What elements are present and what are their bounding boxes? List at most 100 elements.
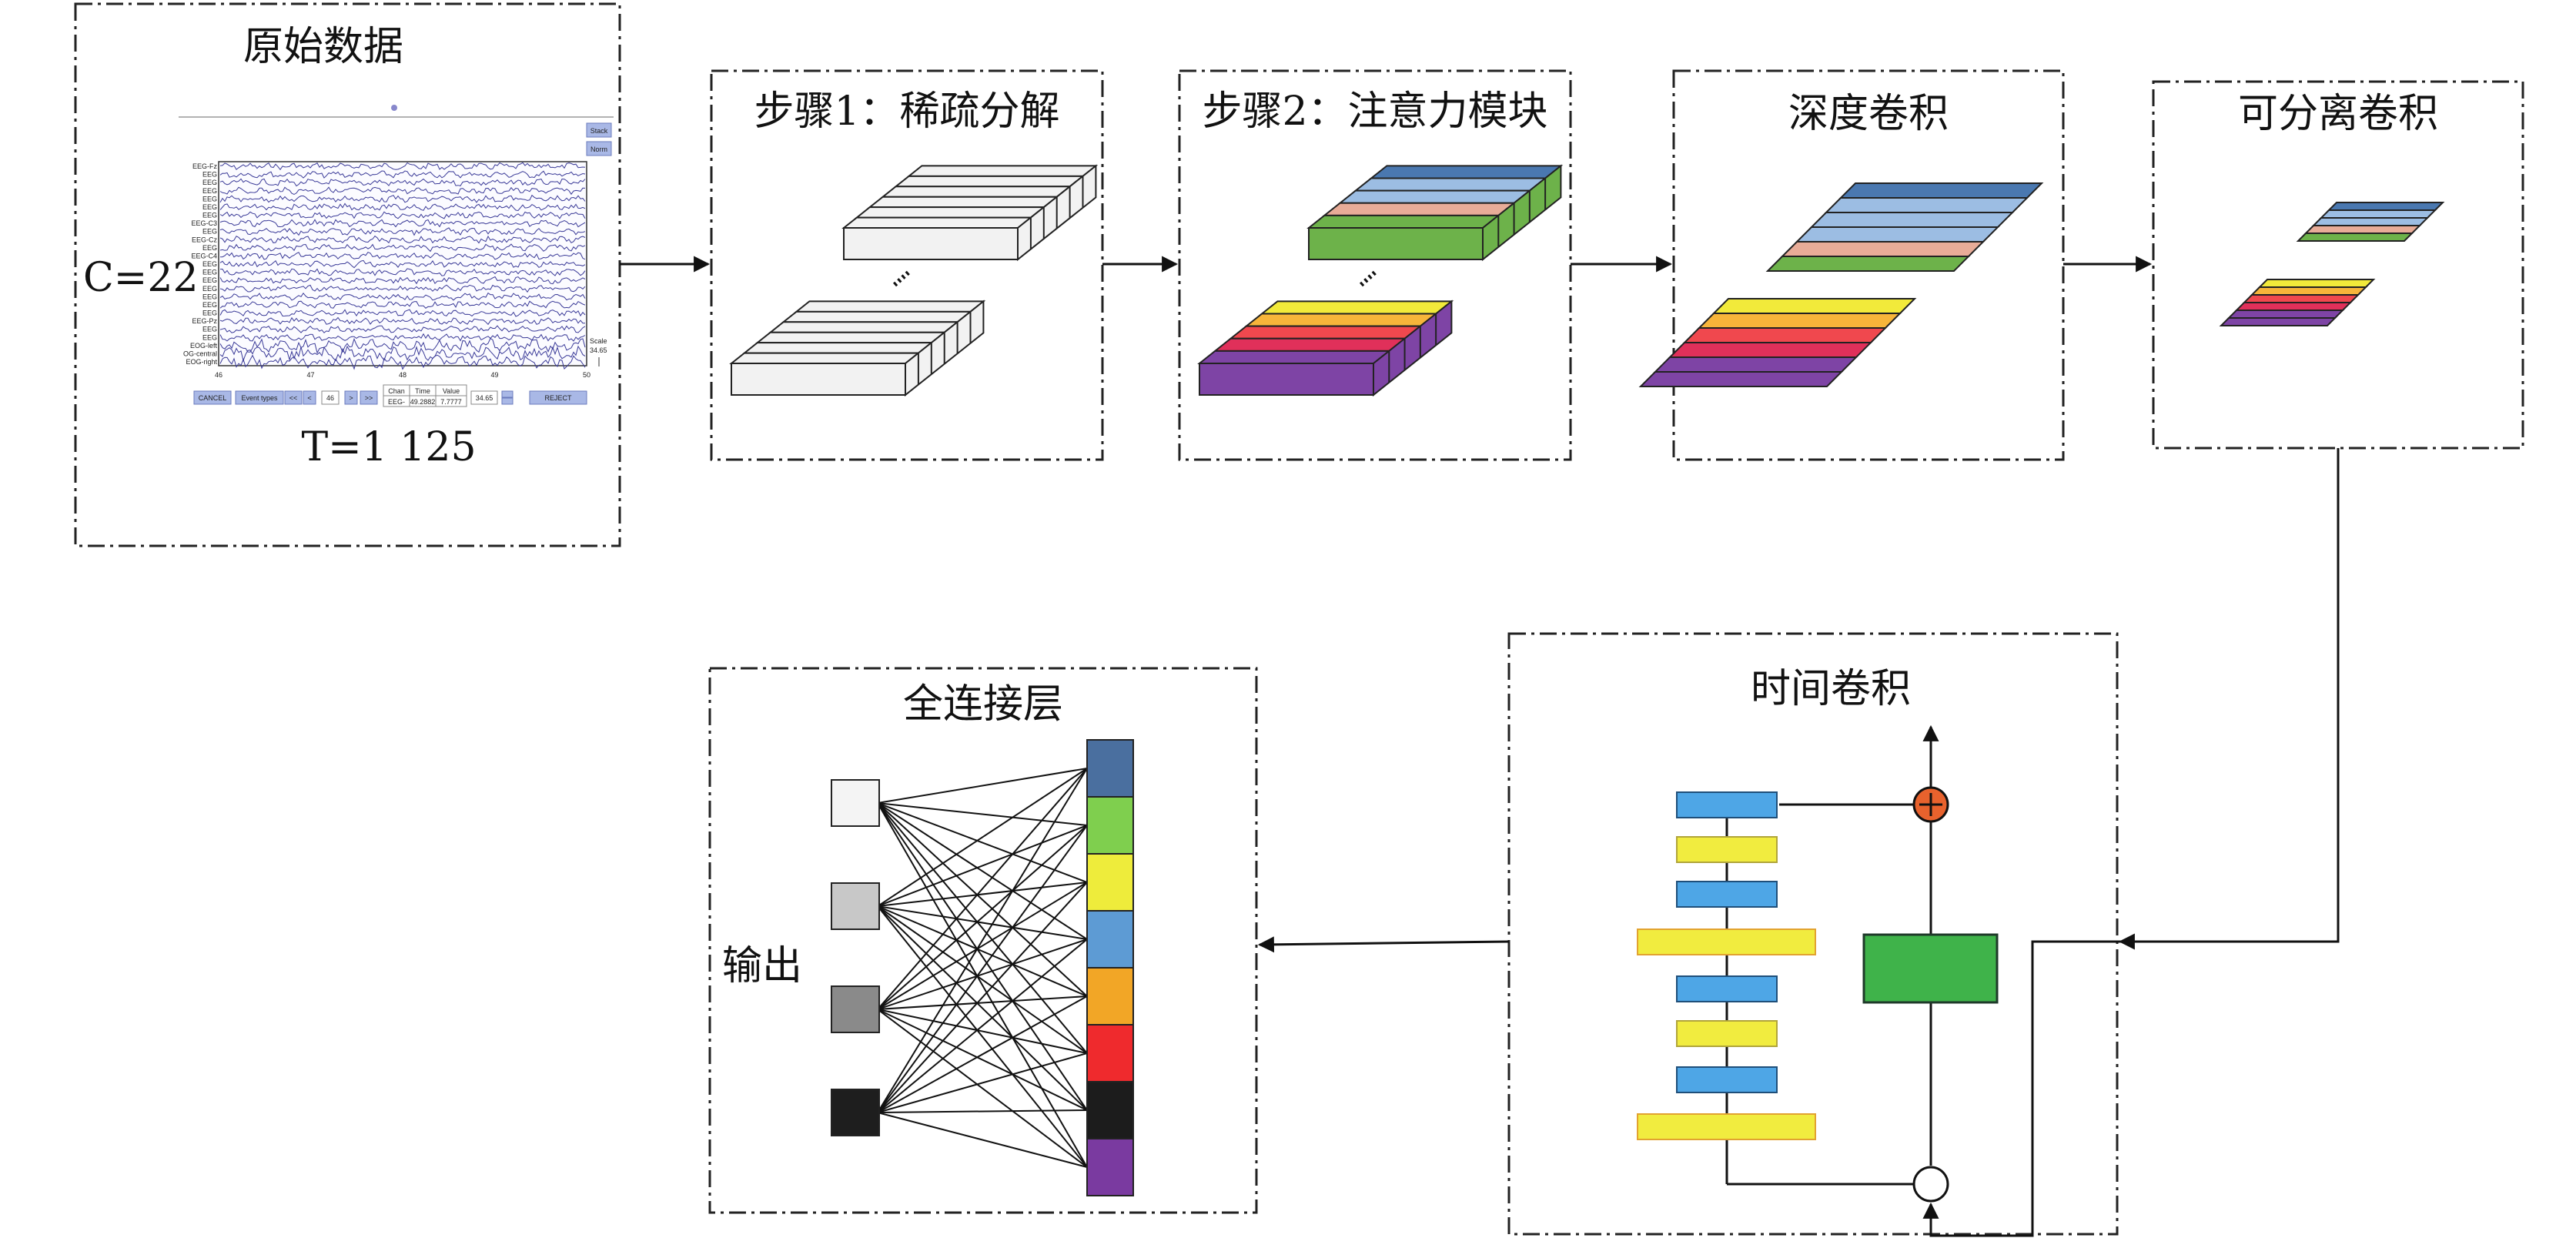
attention-component-front-side: [1373, 299, 1453, 397]
attention-component-back-layer: [1353, 177, 1547, 192]
eeg-x-tick: 49: [490, 371, 498, 379]
eeg-channel-label: EOG-left: [190, 342, 218, 350]
step1-title: 步骤1：稀疏分解: [754, 89, 1059, 135]
eeg-trace: [219, 243, 586, 253]
nav-last-button[interactable]: [360, 390, 378, 405]
separable-plane-lower-stripe: [2226, 310, 2345, 319]
eeg-channel-label: EEG: [202, 171, 217, 179]
stack-button[interactable]: [586, 122, 612, 138]
eeg-channel-label: EEG: [202, 293, 217, 300]
eeg-trace: [219, 345, 586, 363]
eeg-slider-handle[interactable]: [391, 105, 397, 111]
attention-component-back-layer: [1306, 214, 1501, 229]
output-unit: [831, 882, 880, 930]
scale-down-button[interactable]: [501, 397, 514, 405]
separable-plane-upper-stripe: [2303, 225, 2422, 234]
fc-connection: [877, 802, 1088, 997]
reject-button-label: REJECT: [544, 394, 572, 402]
eeg-channel-labels: EEG-FzEEGEEGEEGEEGEEGEEGEEG-C3EEGEEG-CzE…: [183, 162, 218, 366]
feature-vector-cell: [1086, 739, 1134, 798]
nav-next-button[interactable]: [344, 390, 358, 405]
fc-connection: [877, 995, 1088, 1010]
fc-connection: [877, 905, 1088, 1168]
separable-plane-upper-stripe: [2296, 233, 2414, 242]
raw-data-box: 原始数据 C=22 T=1 125 Stack Norm EEG-FzEEGEE…: [74, 2, 621, 547]
eeg-trace: [219, 259, 586, 269]
eeg-trace: [219, 219, 586, 228]
eeg-channel-label: EEG-Pz: [192, 317, 217, 325]
fc-connection: [877, 939, 1088, 1113]
fc-connection: [877, 825, 1088, 1010]
scale-up-button[interactable]: [501, 390, 514, 398]
eeg-trace: [219, 337, 586, 354]
fc-connection: [877, 1112, 1088, 1168]
scale-input[interactable]: [470, 390, 498, 405]
reject-button[interactable]: [529, 390, 587, 405]
fc-title: 全连接层: [903, 681, 1063, 728]
event-types-button[interactable]: [235, 390, 284, 405]
eeg-trace: [219, 333, 586, 342]
fc-connection: [877, 1109, 1088, 1113]
nav-first-label: <<: [289, 394, 298, 402]
nav-first-button[interactable]: [284, 390, 303, 405]
eeg-trace: [219, 268, 586, 276]
fc-connection: [877, 1009, 1088, 1168]
separable-plane-lower: [2219, 279, 2376, 326]
eeg-channel-label: EEG: [202, 285, 217, 293]
eeg-trace: [219, 162, 586, 171]
step1-box: 步骤1：稀疏分解: [710, 69, 1104, 461]
separable-plane-lower-stripe: [2257, 279, 2376, 288]
attention-component-back-layer: [1322, 202, 1517, 216]
temporal-frame: [1507, 632, 2119, 1236]
residual-conv-block: [1862, 933, 1999, 1004]
eeg-control-bar: CANCEL Event types << < 46 > >> Chan Tim…: [193, 384, 587, 407]
depthwise-plane-lower: [1638, 298, 1917, 387]
attention-component-front-front: [1199, 363, 1374, 396]
time-value: 49.2882: [410, 398, 436, 406]
cancel-button[interactable]: [193, 390, 232, 405]
norm-button[interactable]: [586, 141, 612, 156]
eeg-channel-label: EEG: [202, 203, 217, 211]
depthwise-plane-upper-stripe: [1809, 212, 2015, 228]
separable-plane-lower-stripe: [2250, 286, 2368, 296]
step2-box: 步骤2：注意力模块: [1178, 69, 1572, 461]
attention-component-front-layer: [1213, 337, 1407, 352]
eeg-channel-label: EEG: [202, 179, 217, 186]
temporal-title: 时间卷积: [1751, 666, 1911, 712]
attention-component-back-layer: [1337, 189, 1532, 204]
tcn-conv-block-3: [1676, 975, 1778, 1002]
eeg-trace: [219, 211, 586, 219]
eeg-channel-label: EEG: [202, 244, 217, 252]
eeg-viewer: Stack Norm EEG-FzEEGEEGEEGEEGEEGEEGEEG-C…: [179, 105, 614, 407]
page-input[interactable]: [321, 390, 340, 405]
fc-connection: [877, 905, 1088, 1054]
attention-component-front-layer: [1228, 325, 1423, 340]
eeg-channel-label: EEG: [202, 212, 217, 219]
stack-button-label: Stack: [590, 127, 608, 135]
fc-connection: [877, 802, 1088, 1168]
page-input-value: 46: [326, 394, 334, 402]
depthwise-plane-lower-stripe: [1682, 327, 1888, 343]
depthwise-plane-upper: [1765, 182, 2044, 272]
eeg-channel-label: OG-central: [183, 350, 217, 357]
eeg-trace: [219, 170, 586, 179]
nav-prev-button[interactable]: [303, 390, 316, 405]
sparse-component-front-layer: [781, 310, 973, 323]
sparse-components: [729, 164, 1099, 397]
depthwise-plane-lower-stripe: [1697, 313, 1902, 329]
depthwise-plane-lower-stripe: [1638, 371, 1844, 387]
depthwise-plane-upper-stripe: [1824, 197, 2029, 213]
sparse-component-back-layer: [841, 216, 1033, 229]
tcn-conv-block-1: [1676, 791, 1778, 818]
nav-prev-label: <: [307, 394, 311, 402]
attention-component-back-side: [1482, 164, 1562, 262]
separable-plane-lower-stripe: [2242, 294, 2360, 303]
fc-connection: [877, 768, 1088, 1113]
fc-connection: [877, 1009, 1088, 1054]
depthwise-plane-upper-stripe: [1838, 182, 2044, 199]
fc-connection: [877, 802, 1088, 826]
fc-connection: [877, 905, 1088, 940]
eeg-trace: [219, 235, 586, 244]
depthwise-feature-maps: [1638, 182, 2044, 387]
